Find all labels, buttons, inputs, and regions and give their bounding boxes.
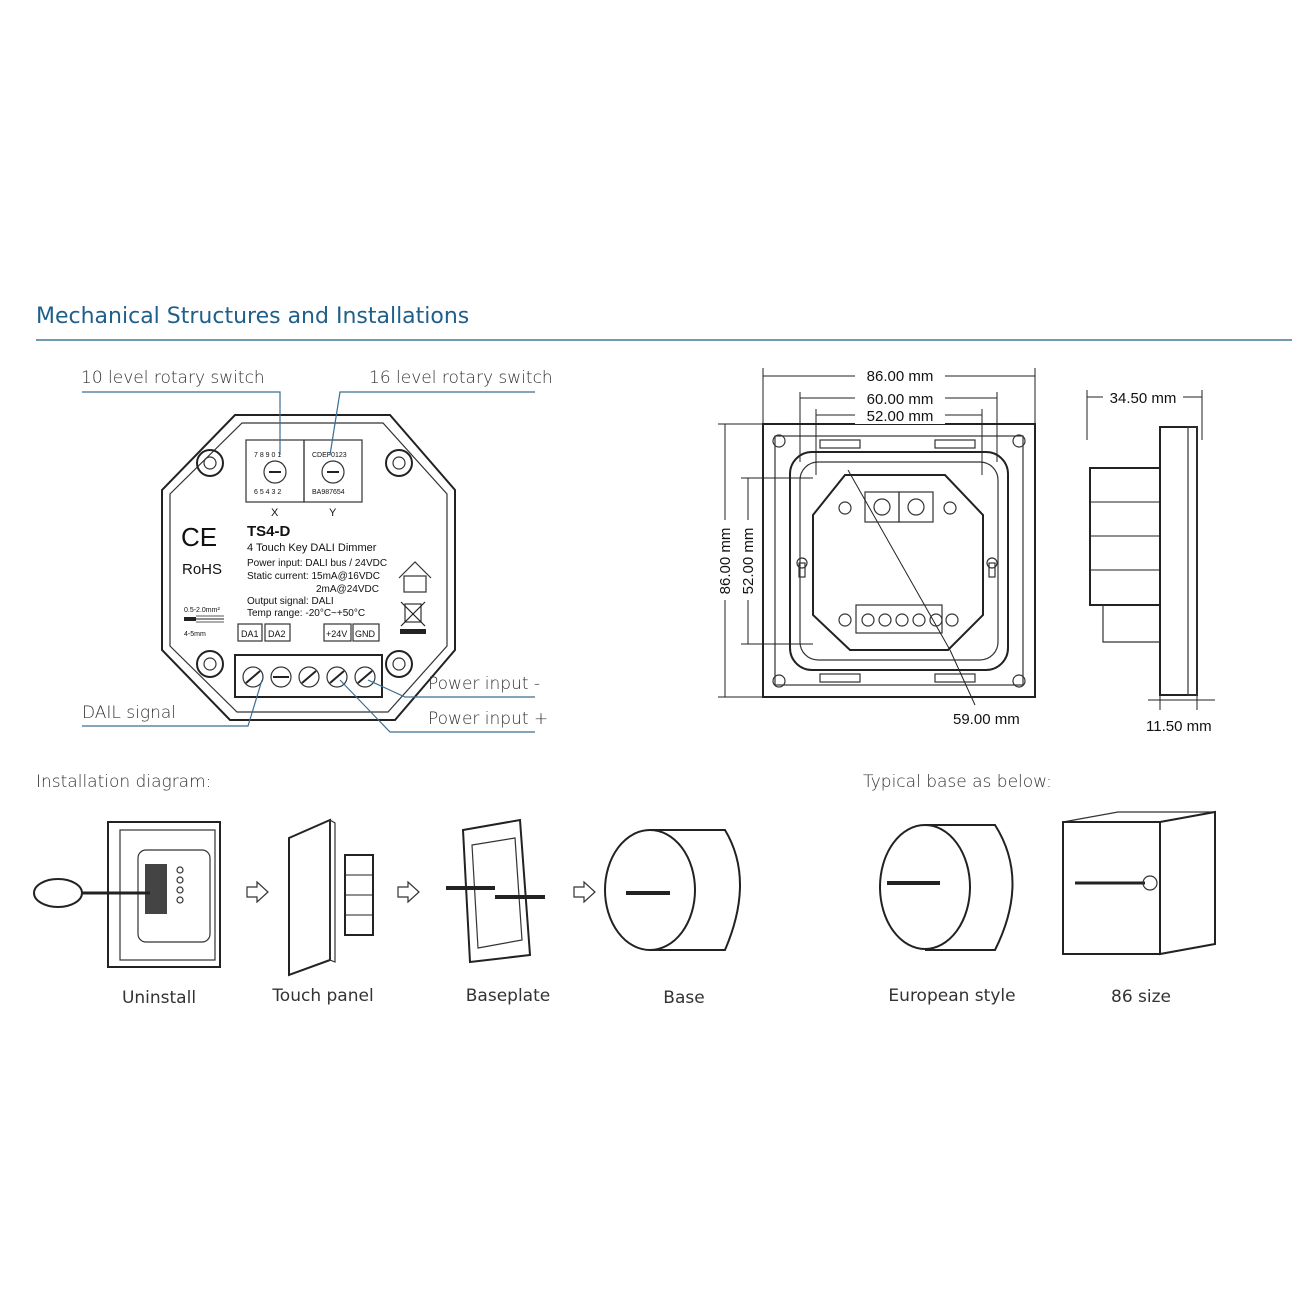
arrow-icon <box>573 880 596 904</box>
callout-power-plus-leader <box>339 679 535 733</box>
dim-thickness-11-5: 11.50 mm <box>1146 718 1212 735</box>
terminal-label-gnd: GND <box>355 629 376 639</box>
terminal-label-da1: DA1 <box>241 629 259 639</box>
terminal-block <box>234 654 383 698</box>
base-label-european: European style <box>888 986 1015 1006</box>
callout-rotary-10: 10 level rotary switch <box>81 368 265 388</box>
callout-power-plus: Power input + <box>428 709 548 729</box>
dial-y-digits-top: CDEF0123 <box>312 452 347 459</box>
rotary-switch-y-box <box>303 439 363 503</box>
dial-x-label: X <box>271 507 279 519</box>
home-icon <box>398 561 432 593</box>
installation-heading: Installation diagram: <box>36 772 211 792</box>
screw-boss-bottom-right <box>385 650 413 678</box>
terminal-screw-3 <box>298 666 320 688</box>
weee-bin-icon <box>400 601 426 634</box>
86-box-base-illustration <box>1062 810 1216 956</box>
module-outline <box>812 474 984 651</box>
screw-boss-bottom-left <box>196 650 224 678</box>
spec-output-signal: Output signal: DALI <box>247 596 334 607</box>
terminal-screw-5 <box>354 666 376 688</box>
device-body-outline <box>161 414 456 721</box>
screw-boss-top-right <box>385 449 413 477</box>
keyhole-left <box>796 557 808 578</box>
step-label-baseplate: Baseplate <box>466 986 550 1006</box>
baseplate-outline <box>789 451 1009 671</box>
ce-mark: CE <box>181 522 217 552</box>
screw-boss-top-left <box>196 449 224 477</box>
rotary-switch-y-dial <box>321 460 345 484</box>
device-body-inner <box>169 422 448 713</box>
model-name: TS4-D <box>247 523 291 540</box>
callout-rotary-16-leader <box>329 391 535 456</box>
arrow-icon <box>397 880 420 904</box>
panel-side-view <box>1089 426 1198 696</box>
terminal-screw-4 <box>326 666 348 688</box>
terminal-label-box-da1 <box>237 623 263 642</box>
callout-rotary-10-leader <box>82 391 281 455</box>
step-label-uninstall: Uninstall <box>122 988 196 1008</box>
base-illustration <box>604 829 741 951</box>
keyhole-right <box>986 557 998 578</box>
dial-x-digits-top: 7 8 9 0 1 <box>254 452 281 459</box>
panel-inner-frame <box>774 435 1024 686</box>
european-base-illustration <box>879 824 1014 951</box>
uninstall-illustration <box>33 821 221 968</box>
terminal-screw-2 <box>270 666 292 688</box>
step-label-touch-panel: Touch panel <box>271 986 373 1006</box>
dim-height-52: 52.00 mm <box>740 528 757 595</box>
callout-dali-leader <box>82 679 263 727</box>
callout-power-minus-leader <box>367 679 535 698</box>
spec-power-input: Power input: DALI bus / 24VDC <box>247 558 387 569</box>
baseplate-illustration <box>446 818 545 964</box>
dim-height-86: 86.00 mm <box>717 528 734 595</box>
terminal-label-24v: +24V <box>326 629 347 639</box>
dim-depth-34-5: 34.50 mm <box>1110 390 1177 407</box>
touch-panel-illustration <box>288 818 374 977</box>
callout-rotary-16: 16 level rotary switch <box>369 368 553 388</box>
model-subtitle: 4 Touch Key DALI Dimmer <box>247 542 377 554</box>
dial-y-digits-bottom: BA987654 <box>312 489 345 496</box>
terminal-label-da2: DA2 <box>268 629 286 639</box>
panel-front-view <box>762 423 1036 698</box>
baseplate-inner <box>799 461 999 661</box>
rotary-switch-x-dial <box>263 460 287 484</box>
spec-static-current: Static current: 15mA@16VDC <box>247 571 380 582</box>
spec-temp-range: Temp range: -20°C~+50°C <box>247 608 365 619</box>
dim-diagonal-59: 59.00 mm <box>953 711 1020 728</box>
rohs-mark: RoHS <box>182 561 222 578</box>
module-terminal-block <box>855 604 943 634</box>
callout-dali-signal: DAIL signal <box>82 703 176 723</box>
strip-length-label: 4-5mm <box>184 631 206 638</box>
terminal-label-box-da2 <box>264 623 291 642</box>
terminal-label-box-gnd <box>352 623 380 642</box>
device-front: 7 8 9 0 1 6 5 4 3 2 CDEF0123 BA987654 X … <box>161 414 456 721</box>
terminal-label-box-24v <box>323 623 352 642</box>
spec-static-current-2: 2mA@24VDC <box>316 584 379 595</box>
dim-width-60: 60.00 mm <box>867 391 934 408</box>
dim-width-86: 86.00 mm <box>867 368 934 385</box>
page-title: Mechanical Structures and Installations <box>36 304 469 329</box>
base-heading: Typical base as below: <box>863 772 1052 792</box>
wire-strip-icon <box>184 615 224 623</box>
wire-gauge-label: 0.5-2.0mm² <box>184 607 220 614</box>
step-label-base: Base <box>663 988 704 1008</box>
base-label-86: 86 size <box>1111 987 1171 1007</box>
dial-x-digits-bottom: 6 5 4 3 2 <box>254 489 281 496</box>
dim-width-52: 52.00 mm <box>867 408 934 425</box>
arrow-icon <box>246 880 269 904</box>
callout-power-minus: Power input - <box>428 674 540 694</box>
terminal-screw-1 <box>242 666 264 688</box>
dial-y-label: Y <box>329 507 337 519</box>
